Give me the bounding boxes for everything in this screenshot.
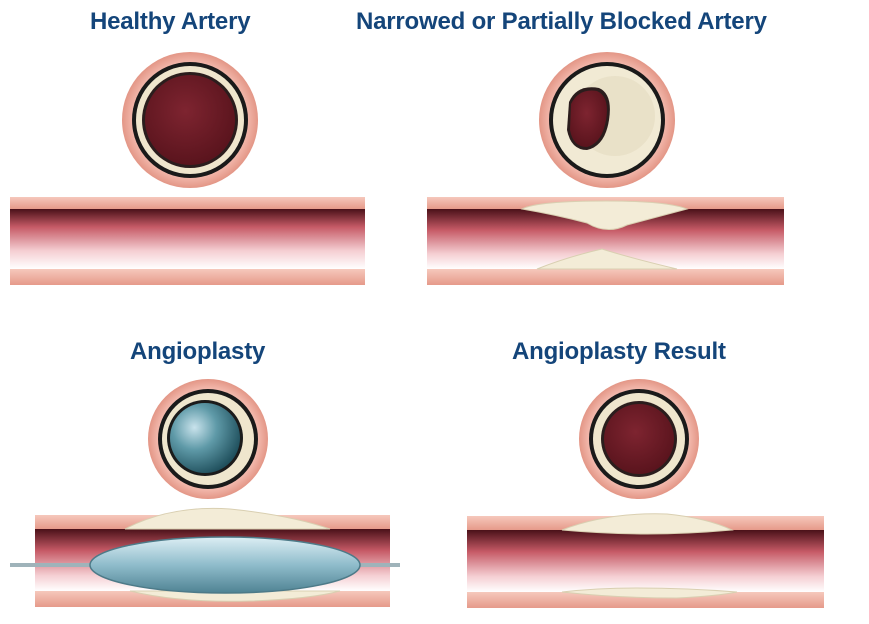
title-narrowed-artery: Narrowed or Partially Blocked Artery [356, 8, 767, 36]
angioplasty-cross-section [147, 378, 269, 500]
narrowed-artery-long-section [427, 197, 784, 285]
result-long-section [467, 508, 824, 612]
angioplasty-long-section [10, 505, 400, 611]
healthy-artery-long-section [10, 197, 365, 285]
title-healthy-artery: Healthy Artery [90, 8, 250, 36]
title-angioplasty: Angioplasty [130, 338, 265, 366]
title-angioplasty-result: Angioplasty Result [512, 338, 726, 366]
healthy-artery-cross-section [120, 50, 260, 190]
narrowed-artery-cross-section [537, 50, 677, 190]
result-cross-section [578, 378, 700, 500]
